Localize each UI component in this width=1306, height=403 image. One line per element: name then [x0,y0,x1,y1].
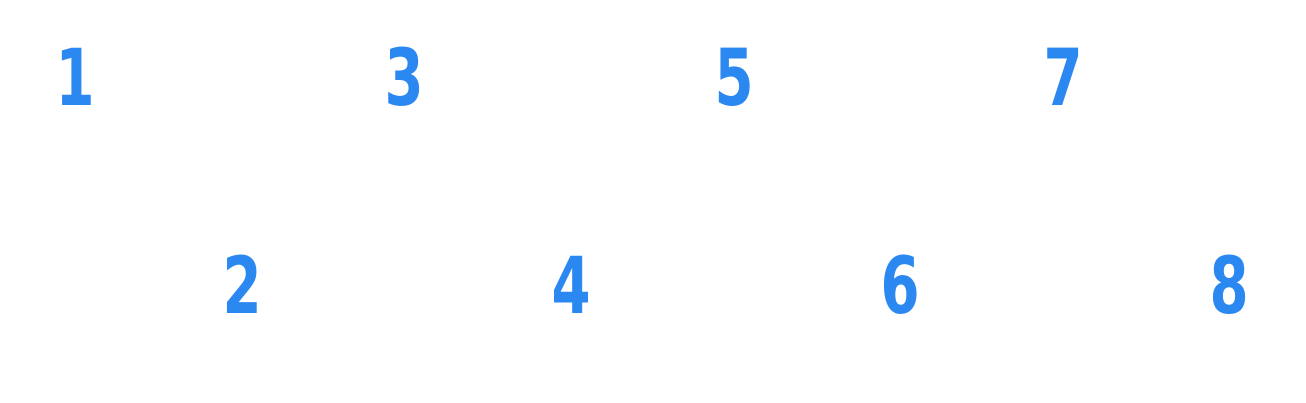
number-4: 4 [551,242,591,332]
number-5: 5 [714,34,754,124]
number-1: 1 [55,34,95,124]
number-8: 8 [1209,242,1249,332]
number-7: 7 [1043,34,1083,124]
number-3: 3 [384,34,424,124]
number-2: 2 [222,242,262,332]
number-6: 6 [880,242,920,332]
